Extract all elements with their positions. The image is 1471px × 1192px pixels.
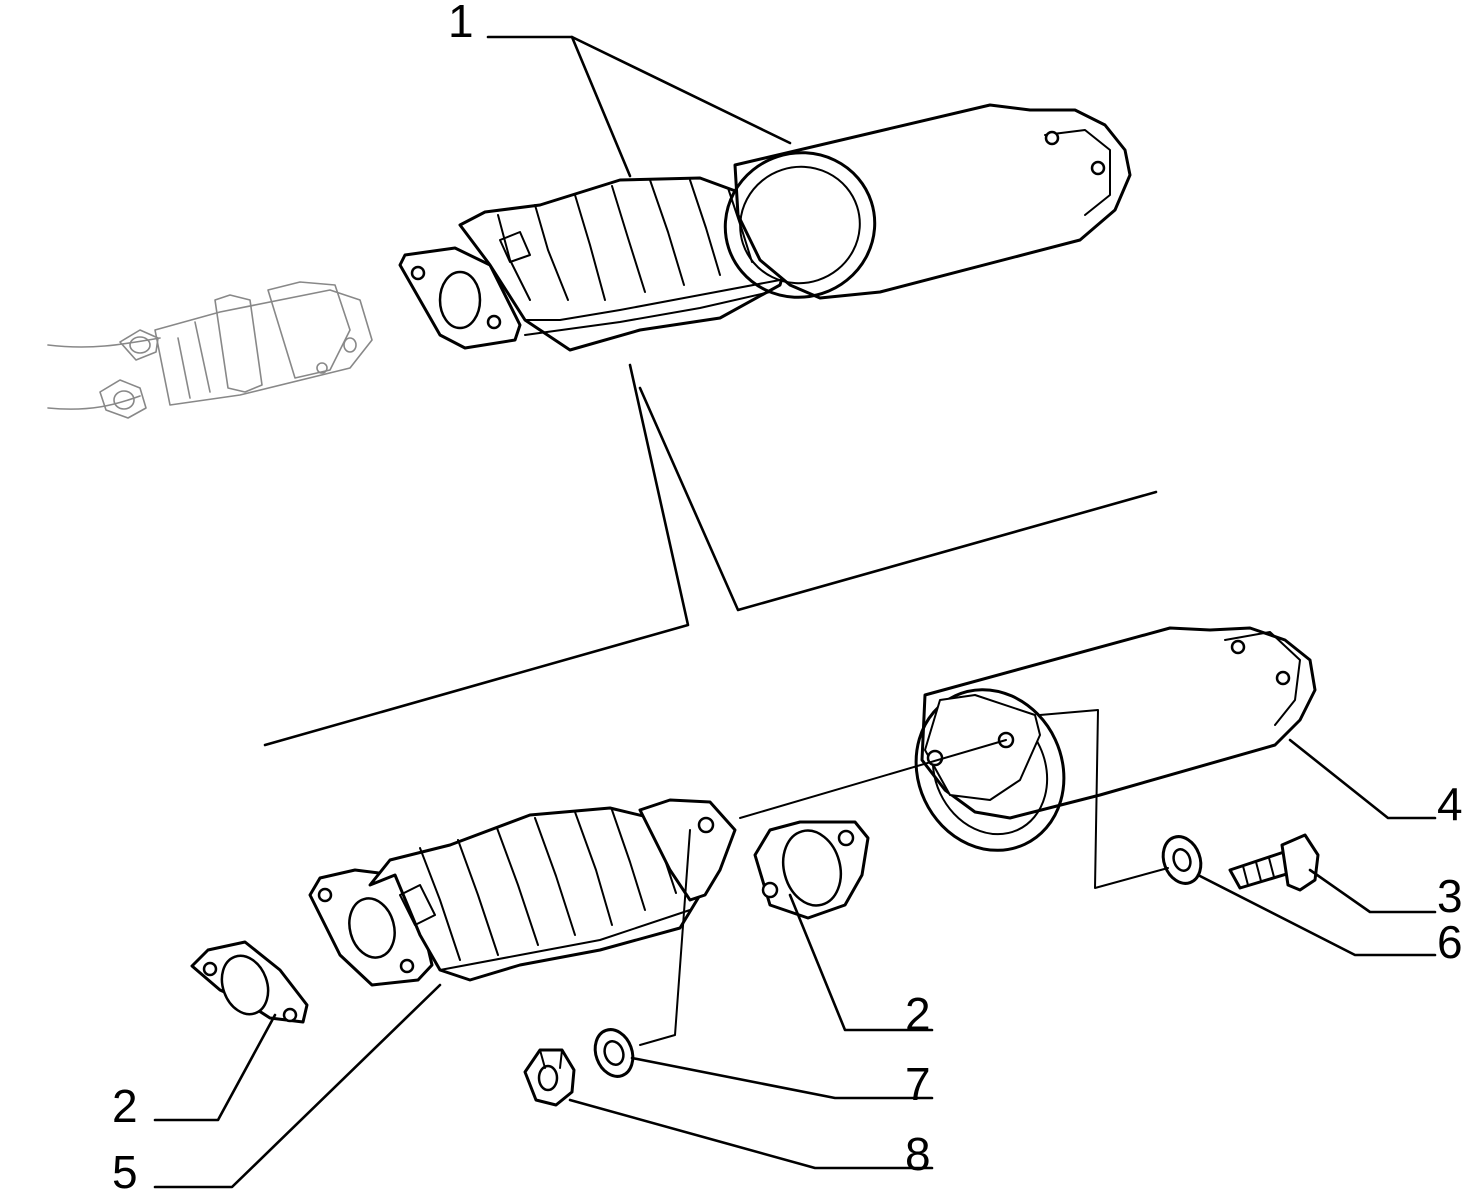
callout-5: 5 bbox=[112, 1146, 138, 1192]
callout-8: 8 bbox=[905, 1128, 931, 1180]
exploded-view-bracket bbox=[263, 363, 1158, 747]
callout-4: 4 bbox=[1437, 778, 1463, 830]
assembled-view: 1 bbox=[47, 0, 1132, 419]
silencer-exploded bbox=[914, 626, 1317, 852]
leader-3 bbox=[1308, 868, 1437, 914]
callout-2-left: 2 bbox=[112, 1080, 138, 1132]
leader-1 bbox=[486, 35, 632, 178]
washer-6 bbox=[1161, 835, 1203, 885]
leader-1-silencer bbox=[570, 35, 792, 145]
front-pipe bbox=[47, 281, 373, 419]
callout-3: 3 bbox=[1437, 870, 1463, 922]
bolt bbox=[1228, 833, 1320, 892]
washer-7 bbox=[593, 1028, 635, 1078]
callout-1: 1 bbox=[448, 0, 474, 47]
leader-8 bbox=[568, 1098, 934, 1170]
exploded-view: 4 3 6 2 7 8 2 5 bbox=[112, 626, 1463, 1192]
leader-7 bbox=[630, 1056, 934, 1100]
silencer-top bbox=[723, 103, 1132, 300]
callout-2-right: 2 bbox=[905, 988, 931, 1040]
catalytic-converter-exploded bbox=[308, 798, 737, 987]
alignment-lines bbox=[639, 709, 1169, 1046]
leader-5 bbox=[153, 983, 442, 1189]
leader-2-left bbox=[153, 1013, 277, 1122]
leader-6 bbox=[1196, 873, 1437, 957]
callout-7: 7 bbox=[905, 1058, 931, 1110]
gasket-right bbox=[753, 820, 870, 920]
callout-6: 6 bbox=[1437, 916, 1463, 968]
leader-4 bbox=[1288, 738, 1437, 820]
gasket-left bbox=[190, 940, 309, 1024]
leader-2-right bbox=[788, 893, 934, 1032]
nut bbox=[523, 1048, 576, 1107]
